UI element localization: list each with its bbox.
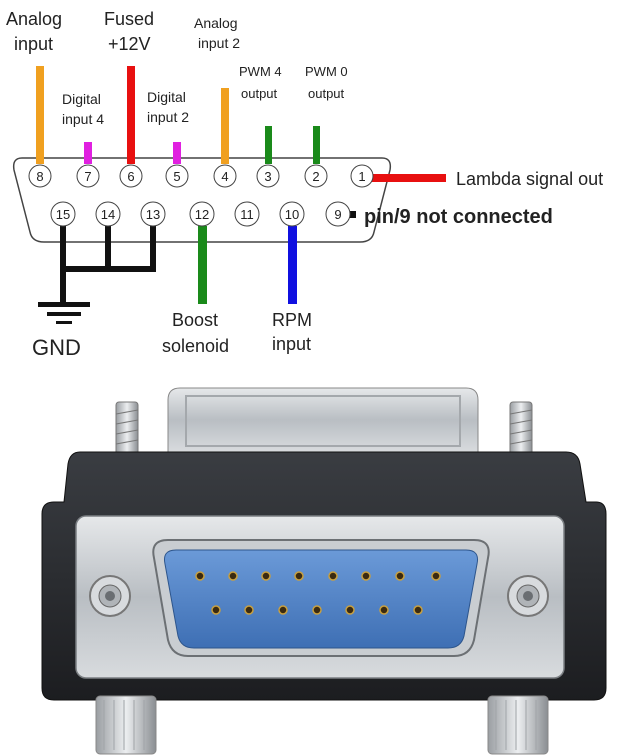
left-mount-nut	[89, 575, 131, 617]
pin-3: 3	[256, 164, 280, 188]
wires-top	[36, 66, 446, 182]
label-digital-input4-b: input 4	[62, 111, 104, 127]
svg-text:1: 1	[358, 169, 365, 184]
svg-text:3: 3	[264, 169, 271, 184]
ground-symbol-bar1	[38, 302, 90, 307]
label-digital-input4: Digital	[62, 91, 101, 107]
wire-pin-1	[370, 174, 446, 182]
rear-metal-body	[167, 387, 479, 453]
db15-adapter-photo	[41, 387, 607, 755]
wire-pin-6	[127, 66, 135, 164]
pin-14: 14	[95, 201, 121, 227]
pins-top-row: 8 7 6 5 4 3 2 1	[28, 164, 374, 188]
pin-10: 10	[279, 201, 305, 227]
pin-2: 2	[304, 164, 328, 188]
wire-pin-13	[150, 226, 156, 272]
ground-symbol-bar2	[47, 312, 81, 316]
svg-text:9: 9	[334, 207, 341, 222]
wire-pin-2	[313, 126, 320, 164]
svg-text:8: 8	[36, 169, 43, 184]
contacts-bottom-row	[211, 605, 423, 615]
blue-insulator	[164, 549, 478, 649]
svg-text:11: 11	[240, 207, 254, 222]
label-analog-input2-b: input 2	[198, 35, 240, 51]
pin-5: 5	[165, 164, 189, 188]
label-pwm4: PWM 4	[239, 64, 282, 79]
svg-text:2: 2	[312, 169, 319, 184]
pin-7: 7	[76, 164, 100, 188]
svg-text:13: 13	[146, 207, 160, 222]
bottom-left-thumbscrew	[95, 695, 157, 755]
right-mount-nut	[507, 575, 549, 617]
svg-text:10: 10	[285, 207, 299, 222]
wire-pin-5	[173, 142, 181, 164]
wire-pin-3	[265, 126, 272, 164]
label-digital-input2: Digital	[147, 89, 186, 105]
label-pin9: pin/9 not connected	[364, 206, 553, 228]
pin-9: 9	[325, 201, 351, 227]
pin-8: 8	[28, 164, 52, 188]
pin-1: 1	[350, 164, 374, 188]
label-analog-input2: Analog	[194, 15, 238, 31]
wire-pin-7	[84, 142, 92, 164]
pins-bottom-row: 15 14 13 12 11 10 9	[50, 201, 351, 227]
label-boost: Boost	[172, 310, 218, 330]
wire-pin-12	[198, 226, 207, 304]
pin-labels: Analog input Fused +12V Analog input 2 D…	[6, 9, 603, 360]
label-rpm: RPM	[272, 310, 312, 330]
label-12v: +12V	[108, 34, 151, 54]
ground-symbol-bar3	[56, 321, 72, 324]
bottom-right-thumbscrew	[487, 695, 549, 755]
label-rpm-input: input	[272, 334, 311, 354]
label-analog-input: Analog	[6, 9, 62, 29]
pin-4: 4	[213, 164, 237, 188]
svg-text:14: 14	[101, 207, 115, 222]
pin-13: 13	[140, 201, 166, 227]
svg-text:6: 6	[127, 169, 134, 184]
label-lambda: Lambda signal out	[456, 169, 603, 189]
wire-pin-8	[36, 66, 44, 164]
svg-text:4: 4	[221, 169, 228, 184]
label-pwm0: PWM 0	[305, 64, 348, 79]
label-analog-input-2: input	[14, 34, 53, 54]
gnd-bus	[60, 266, 156, 272]
svg-text:15: 15	[56, 207, 70, 222]
svg-text:5: 5	[173, 169, 180, 184]
contacts-top-row	[195, 571, 441, 581]
pin-12: 12	[189, 201, 215, 227]
label-pwm0-b: output	[308, 86, 345, 101]
pin-6: 6	[119, 164, 143, 188]
label-solenoid: solenoid	[162, 336, 229, 356]
top-right-screw	[509, 401, 533, 459]
pin-15: 15	[50, 201, 76, 227]
label-gnd: GND	[32, 335, 81, 360]
label-pwm4-b: output	[241, 86, 278, 101]
top-left-screw	[115, 401, 139, 459]
pin-11: 11	[234, 201, 260, 227]
wire-pin-4	[221, 88, 229, 164]
label-fused: Fused	[104, 9, 154, 29]
label-digital-input2-b: input 2	[147, 109, 189, 125]
wire-pin-10	[288, 226, 297, 304]
wire-pin-15	[60, 226, 66, 304]
svg-text:12: 12	[195, 207, 209, 222]
svg-text:7: 7	[84, 169, 91, 184]
wire-pin-14	[105, 226, 111, 272]
